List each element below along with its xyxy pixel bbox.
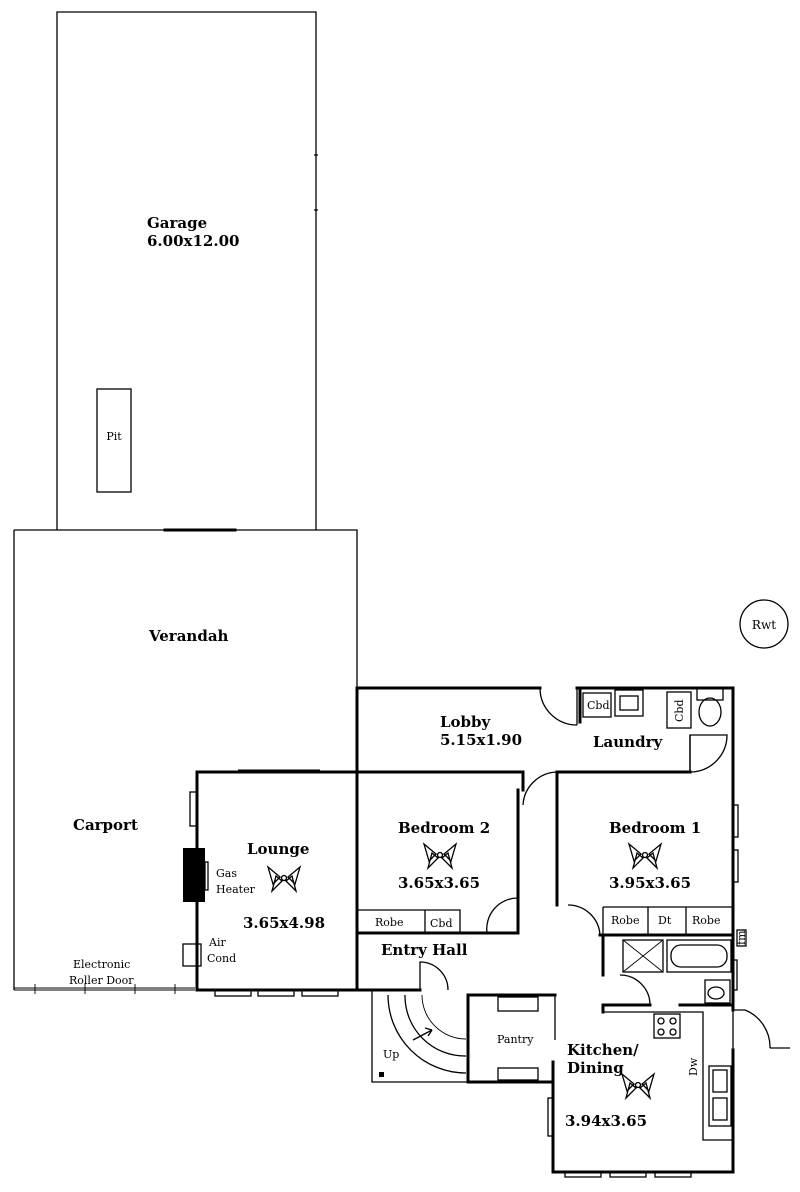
cooktop xyxy=(653,1013,681,1039)
verandah-carport: Verandah Carport Electronic Roller Door xyxy=(13,529,358,994)
bedroom1-label: Bedroom 1 xyxy=(609,819,701,837)
lobby-size: 5.15x1.90 xyxy=(440,731,522,749)
laundry-cbd xyxy=(582,692,612,718)
bedroom1-dt: Dt xyxy=(658,914,672,927)
bedroom1-size: 3.95x3.65 xyxy=(609,874,691,892)
sink xyxy=(708,1065,732,1127)
svg-text:Cbd: Cbd xyxy=(587,699,610,712)
carport-label: Carport xyxy=(73,816,138,834)
rwt-label: Rwt xyxy=(752,618,776,632)
ceiling-fan-icon xyxy=(627,842,663,871)
lobby-laundry: Cbd Cbd Lobby 5.15x1.90 Laundry xyxy=(355,686,728,806)
bedroom2-cbd: Cbd xyxy=(430,917,453,930)
front-door-swing xyxy=(419,961,449,991)
pantry: Pantry xyxy=(497,995,556,1081)
bathroom: fm xyxy=(601,929,748,1050)
shower xyxy=(622,939,664,973)
rainwater-tank: Rwt xyxy=(739,599,789,649)
laundry-tub xyxy=(614,689,644,717)
lobby-label: Lobby xyxy=(440,713,492,731)
garage: Pit Garage 6.00x12.00 xyxy=(56,11,318,532)
stairs-post xyxy=(379,1072,384,1077)
entry-hall-label: Entry Hall xyxy=(381,941,468,959)
ceiling-fan-icon xyxy=(422,842,458,871)
ceiling-fan-icon xyxy=(620,1072,656,1101)
verandah-label: Verandah xyxy=(148,627,229,645)
garage-size: 6.00x12.00 xyxy=(147,232,239,250)
air-conditioner xyxy=(182,943,202,967)
laundry-cbd-2 xyxy=(666,691,692,729)
laundry-label: Laundry xyxy=(593,733,663,751)
pantry-label: Pantry xyxy=(497,1033,534,1046)
stairs-up-label: Up xyxy=(383,1048,399,1061)
bathtub xyxy=(666,939,732,973)
ceiling-fan-icon xyxy=(266,865,302,894)
kitchen-size: 3.94x3.65 xyxy=(565,1112,647,1130)
roller-door-label-2: Roller Door xyxy=(69,974,134,987)
kitchen-door-swing xyxy=(733,1009,771,1049)
bedroom1-robe-left: Robe xyxy=(611,914,639,927)
bedroom2-label: Bedroom 2 xyxy=(398,819,490,837)
bedroom2-robe: Robe xyxy=(375,916,403,929)
roller-door-label-1: Electronic xyxy=(73,958,130,971)
staircase: Up xyxy=(379,994,467,1077)
bedroom1-robe-right: Robe xyxy=(692,914,720,927)
lounge-windows xyxy=(189,769,339,997)
svg-text:Dw: Dw xyxy=(687,1057,700,1076)
pit-label: Pit xyxy=(106,430,122,443)
svg-text:Cbd: Cbd xyxy=(673,700,686,723)
toilet xyxy=(696,687,724,727)
kitchen-label-1: Kitchen/ xyxy=(567,1041,639,1059)
gas-heater-label-1: Gas xyxy=(216,867,237,880)
kitchen-dining: Dw Kitchen/ Dining 3.94x3.65 xyxy=(547,1003,790,1178)
svg-text:fm: fm xyxy=(735,930,748,945)
bedroom2-size: 3.65x3.65 xyxy=(398,874,480,892)
garage-pit xyxy=(96,388,132,493)
bedroom-1: Robe Dt Robe Bedroom 1 3.95x3.65 xyxy=(555,788,739,937)
kitchen-label-2: Dining xyxy=(567,1059,624,1077)
lounge-size: 3.65x4.98 xyxy=(243,914,325,932)
gas-heater-label-2: Heater xyxy=(216,883,256,896)
air-cond-label-2: Cond xyxy=(207,952,236,965)
garage-label: Garage xyxy=(147,214,207,232)
lounge-label: Lounge xyxy=(247,840,309,858)
air-cond-label-1: Air xyxy=(208,936,226,949)
gas-heater xyxy=(183,848,205,902)
bedroom-2: Robe Cbd Bedroom 2 3.65x3.65 xyxy=(355,788,520,935)
